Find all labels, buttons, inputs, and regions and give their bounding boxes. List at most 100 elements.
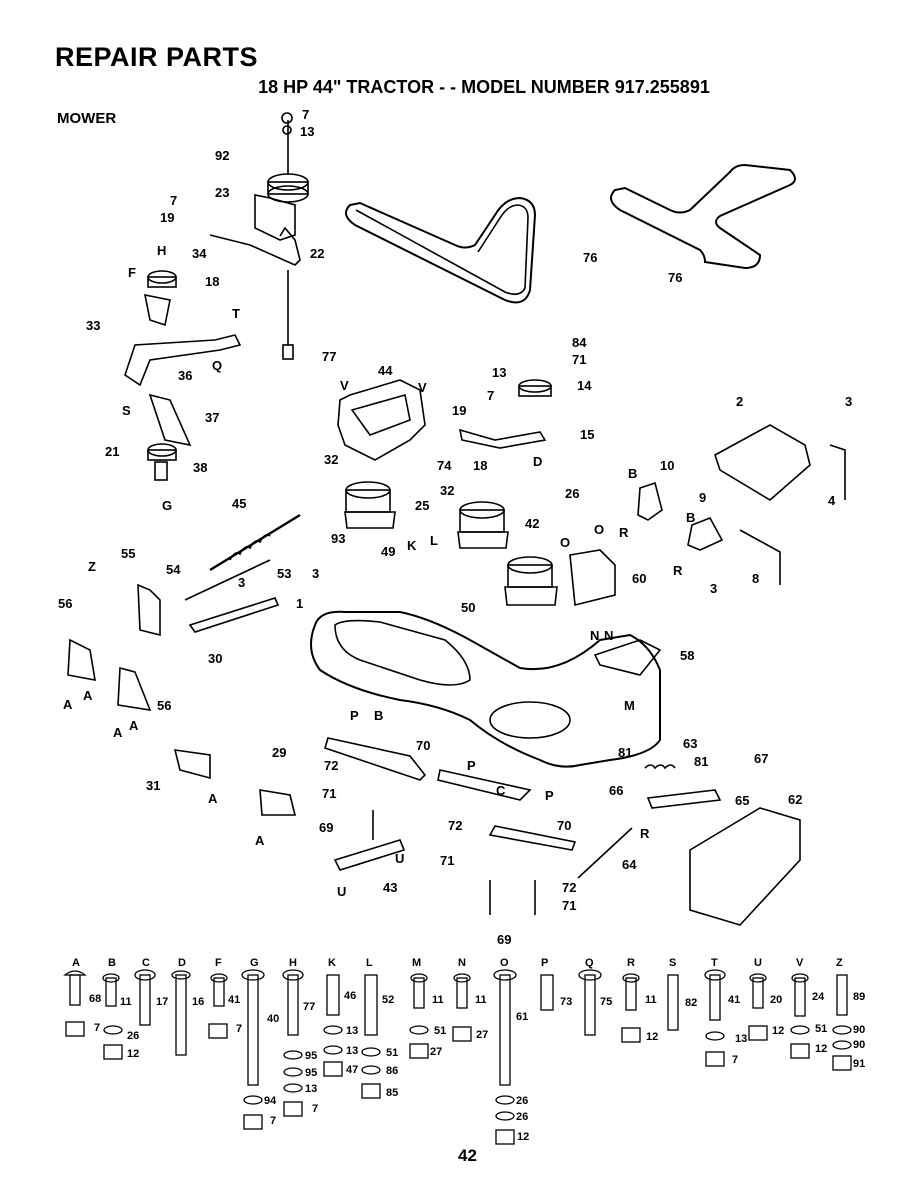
callout: 70 [557, 818, 571, 833]
legend-item: 40 [267, 1013, 279, 1025]
callout: 71 [562, 898, 576, 913]
callout: 93 [331, 531, 345, 546]
legend-item: 12 [127, 1048, 139, 1060]
callout: 72 [448, 818, 462, 833]
callout: 76 [583, 250, 597, 265]
callout: 32 [440, 483, 454, 498]
legend-item: 90 [853, 1039, 865, 1051]
legend-letter: P [541, 957, 548, 969]
callout: 60 [632, 571, 646, 586]
callout: R [640, 826, 650, 841]
callout: Q [212, 358, 222, 373]
callout: 19 [160, 210, 174, 225]
callout: 54 [166, 562, 181, 577]
legend-item: 11 [475, 994, 487, 1006]
legend-letter: T [711, 957, 718, 969]
callout: 64 [622, 857, 637, 872]
callout: 76 [668, 270, 682, 285]
legend-item: 13 [346, 1045, 358, 1057]
legend-item: 77 [303, 1001, 315, 1013]
callout: 42 [525, 516, 539, 531]
legend-letter: N [458, 957, 466, 969]
legend-item: 41 [228, 994, 240, 1006]
callout: R [619, 525, 629, 540]
callout: O [560, 535, 570, 550]
legend-item: 13 [305, 1083, 317, 1095]
legend-item: 73 [560, 996, 572, 1008]
callout: 45 [232, 496, 246, 511]
callout: D [533, 454, 542, 469]
callout: V [418, 380, 427, 395]
callout: V [340, 378, 349, 393]
legend-item: 7 [94, 1022, 100, 1034]
callout: 1 [296, 596, 303, 611]
legend-letter: G [250, 957, 259, 969]
legend-item: 51 [434, 1025, 446, 1037]
callout: 7 [170, 193, 177, 208]
legend-item: 27 [430, 1046, 442, 1058]
callout: 32 [324, 452, 338, 467]
callout: 13 [492, 365, 506, 380]
legend-item: 20 [770, 994, 782, 1006]
callout: 44 [378, 363, 393, 378]
callout: 55 [121, 546, 135, 561]
callout: 2 [736, 394, 743, 409]
legend-item: 27 [476, 1029, 488, 1041]
legend-letter: R [627, 957, 635, 969]
callout: U [337, 884, 346, 899]
callout: U [395, 851, 404, 866]
legend-item: 12 [517, 1131, 529, 1143]
legend-item: 89 [853, 991, 865, 1003]
callout: 13 [300, 124, 314, 139]
callout: 30 [208, 651, 222, 666]
callout: 77 [322, 349, 336, 364]
callout: K [407, 538, 417, 553]
callout: A [113, 725, 123, 740]
legend-item: 75 [600, 996, 612, 1008]
callout: 50 [461, 600, 475, 615]
callout-labels: 7 13 92 23 7 19 22 H 34 F 18 33 T Q 36 S… [58, 107, 852, 947]
callout: 18 [205, 274, 219, 289]
legend-item: 17 [156, 996, 168, 1008]
page-number: 42 [458, 1146, 477, 1165]
legend-item: 12 [772, 1025, 784, 1037]
legend-letter: S [669, 957, 676, 969]
legend-letter: U [754, 957, 762, 969]
callout: 26 [565, 486, 579, 501]
legend-letter: L [366, 957, 373, 969]
legend-letter: V [796, 957, 804, 969]
legend-letter: F [215, 957, 222, 969]
callout: 7 [302, 107, 309, 122]
callout: C [496, 783, 506, 798]
callout: 63 [683, 736, 697, 751]
callout: 81 [694, 754, 708, 769]
legend-item: 26 [516, 1111, 528, 1123]
callout: 7 [487, 388, 494, 403]
callout: N [604, 628, 613, 643]
legend-item: 26 [516, 1095, 528, 1107]
legend-letter: A [72, 957, 80, 969]
callout: 58 [680, 648, 694, 663]
callout: 69 [497, 932, 511, 947]
legend-item: 7 [270, 1115, 276, 1127]
callout: 38 [193, 460, 207, 475]
legend-item: 24 [812, 991, 825, 1003]
legend-item: 86 [386, 1065, 398, 1077]
callout: H [157, 243, 166, 258]
callout: 69 [319, 820, 333, 835]
callout: 31 [146, 778, 160, 793]
callout: 21 [105, 444, 119, 459]
section-label: MOWER [57, 110, 117, 127]
callout: 67 [754, 751, 768, 766]
legend-letter: K [328, 957, 336, 969]
callout: 71 [440, 853, 454, 868]
callout: T [232, 306, 240, 321]
callout: 74 [437, 458, 452, 473]
legend-item: 47 [346, 1064, 358, 1076]
legend-letter: D [178, 957, 186, 969]
legend-item: 85 [386, 1087, 398, 1099]
callout: 4 [828, 493, 836, 508]
callout: O [594, 522, 604, 537]
legend-item: 7 [236, 1023, 242, 1035]
legend-item: 95 [305, 1067, 317, 1079]
